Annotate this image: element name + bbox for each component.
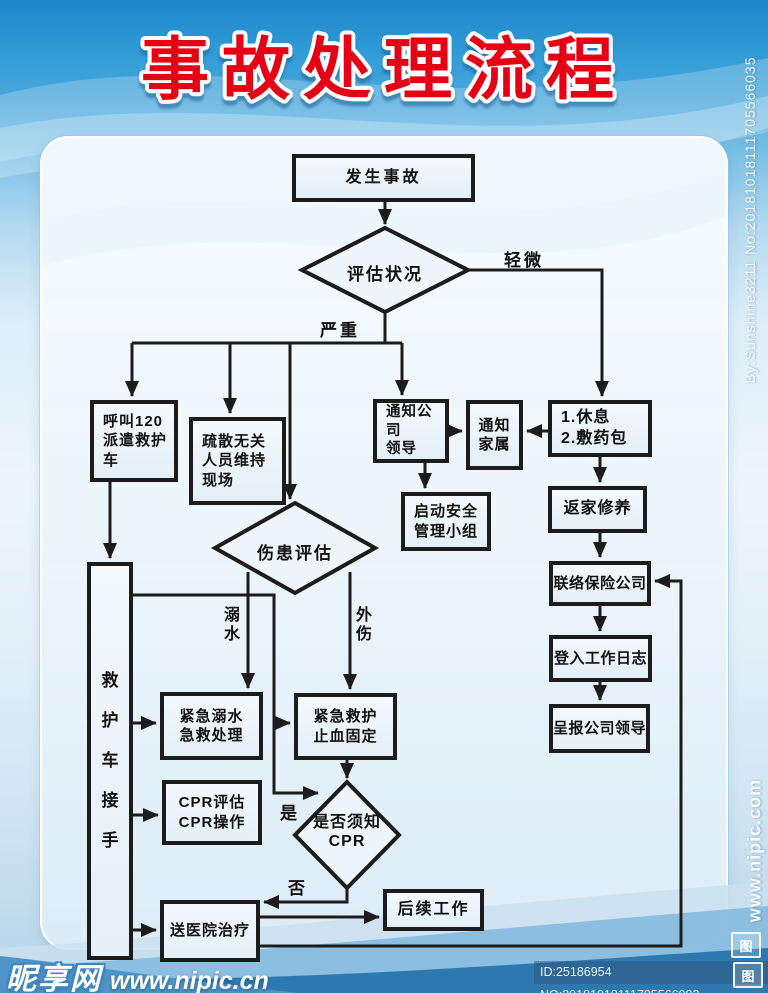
flowchart-panel [40,136,728,950]
node-followup: 后续工作 [383,889,484,931]
node-notify-company: 通知公司 领导 [373,399,449,463]
node-work-log: 登入工作日志 [549,635,652,682]
node-drowning-aid: 紧急溺水 急救处理 [160,692,263,760]
watermark-id: ID:25186954 NO:20181018111705566093 [534,961,768,993]
watermark-nipic-com: www.nipic.com [744,778,765,923]
node-hospital: 送医院治疗 [160,900,260,962]
node-ambulance-takeover: 救 护 车 接 手 [87,562,133,960]
node-accident: 发生事故 [292,154,475,202]
node-rest-medicate: 1.休息 2.敷药包 [548,400,652,457]
nipic-site-url: www.nipic.cn [110,967,269,993]
node-safety-team: 启动安全 管理小组 [401,492,491,551]
node-home-rest: 返家修养 [548,486,647,533]
node-report-leader: 呈报公司领导 [549,704,650,753]
nipic-logo-icon: 图 [731,932,761,958]
watermark-author: By:Sunshine3211 No:20181018111705566035 [742,56,758,384]
node-contact-insurance: 联络保险公司 [549,561,651,606]
node-trauma-aid: 紧急救护 止血固定 [294,693,397,760]
node-call-120: 呼叫120 派遣救护 车 [90,400,178,482]
node-notify-family: 通知 家属 [466,400,523,470]
nipic-site-name: 昵享网 [6,963,102,993]
poster-title: 事故处理流程 [141,32,627,108]
title-banner: 事故处理流程 [137,28,627,112]
watermark-bottom-left: 昵享网 www.nipic.cn [6,954,269,993]
nipic-logo-icon: 图 [733,962,763,988]
node-cpr-operation: CPR评估 CPR操作 [162,780,262,845]
node-evacuate: 疏散无关 人员维持 现场 [189,417,286,505]
